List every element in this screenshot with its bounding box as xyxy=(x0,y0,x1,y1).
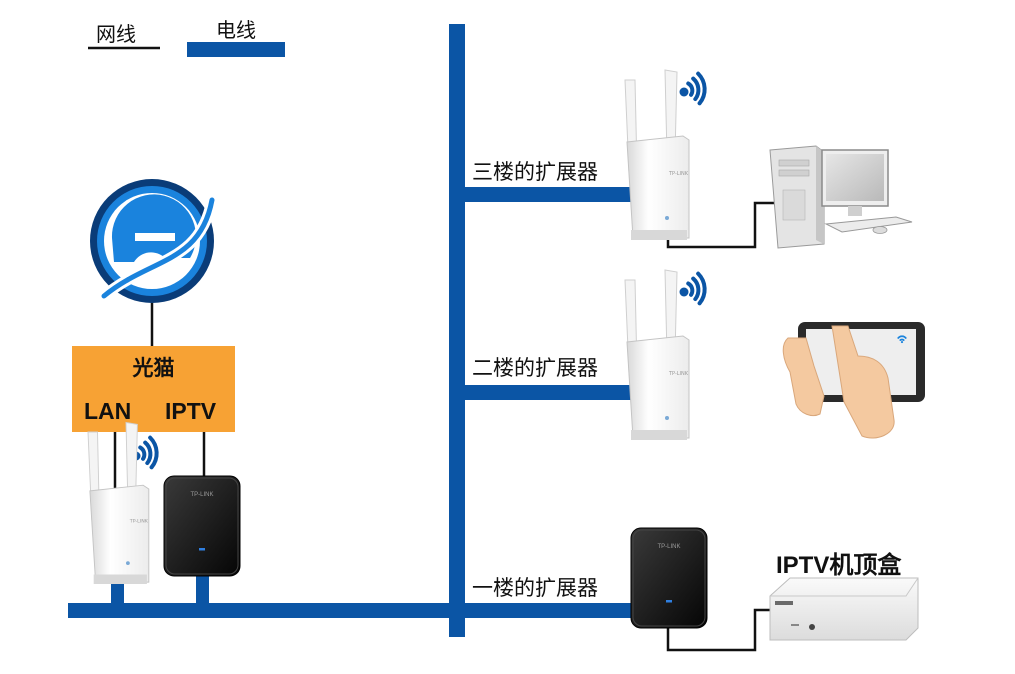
adapter-drop-line xyxy=(196,576,209,606)
third-floor-label: 三楼的扩展器 xyxy=(472,160,598,184)
power-lines xyxy=(68,24,638,637)
network-cables xyxy=(113,201,778,652)
modem-title: 光猫 xyxy=(132,356,175,380)
first-floor-stb-cable xyxy=(666,608,775,652)
third-floor-power-line xyxy=(456,187,632,202)
main-vertical-power-line xyxy=(449,24,465,637)
wifi-icon xyxy=(677,71,716,106)
optical-modem-box xyxy=(72,346,235,432)
set-top-box-label: IPTV机顶盒 xyxy=(776,552,902,579)
hands-icon xyxy=(782,325,895,439)
first-floor-power-line xyxy=(456,603,632,618)
first-floor-label: 一楼的扩展器 xyxy=(472,576,598,600)
internet-explorer-icon xyxy=(90,179,218,303)
second-floor-power-line xyxy=(456,385,632,400)
second-floor-label: 二楼的扩展器 xyxy=(472,356,598,380)
set-top-box-icon xyxy=(769,577,919,641)
third-floor-pc-cable xyxy=(666,201,778,249)
modem-port-lan: LAN xyxy=(84,398,132,424)
modem-port-iptv: IPTV xyxy=(165,398,217,424)
powerline-adapter-icon xyxy=(163,475,241,577)
second-floor-extender xyxy=(624,269,690,441)
desktop-computer-icon xyxy=(769,145,913,249)
legend-power-line-label: 电线 xyxy=(216,18,256,42)
legend-power-line xyxy=(187,42,285,57)
first-floor-adapter xyxy=(630,527,708,629)
legend-network-cable-label: 网线 xyxy=(96,22,136,46)
wifi-icon xyxy=(677,271,716,306)
third-floor-extender xyxy=(624,69,690,241)
